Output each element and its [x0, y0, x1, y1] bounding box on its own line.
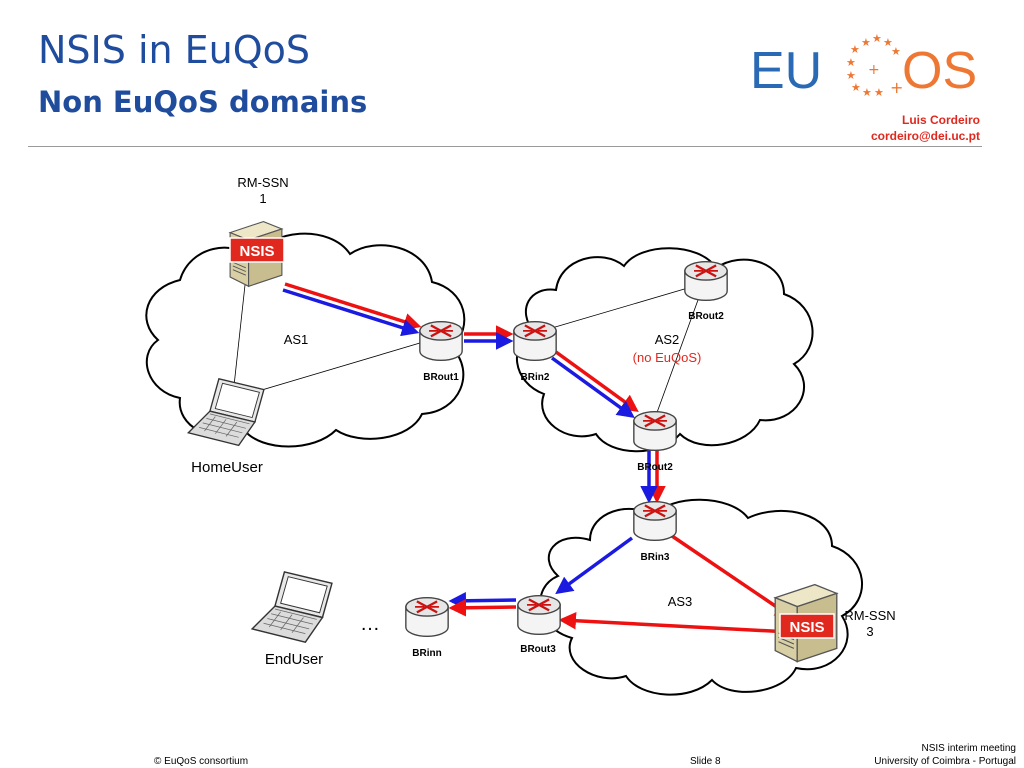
router-label-brin2: BRin2 [521, 372, 550, 383]
router-icon-brin3 [632, 500, 678, 542]
footer-meeting-info: NSIS interim meeting University of Coimb… [874, 742, 1016, 768]
footer-meeting: NSIS interim meeting [921, 743, 1016, 754]
rmssn1-label-line2: 1 [259, 191, 266, 206]
euqos-logo: EU ★ ★ ★ ★ ★ ★ ★ ★ ★ ★ + + OS [750, 32, 977, 100]
cloud-label-as1: AS1 [284, 332, 309, 347]
author-block: Luis Cordeiro cordeiro@dei.uc.pt [871, 112, 980, 144]
svg-text:+: + [890, 78, 903, 97]
footer-university: University of Coimbra - Portugal [874, 756, 1016, 767]
svg-text:★: ★ [846, 56, 856, 69]
author-name: Luis Cordeiro [901, 113, 980, 127]
end-user-label: EndUser [265, 651, 323, 668]
nsis-badge-3 [779, 613, 835, 639]
arrow-red-1 [284, 282, 422, 331]
end-user-laptop-icon [251, 571, 333, 643]
router-icon-brout3 [516, 594, 562, 636]
router-icon-brinn [404, 596, 450, 638]
arrow-red-6 [558, 611, 791, 634]
router-label-brinn: BRinn [412, 648, 441, 659]
link-brin2-brout2-top [544, 284, 699, 331]
link-brout2top-brout2 [654, 299, 699, 419]
router-icon-brout2 [632, 410, 678, 452]
nsis-label-1: NSIS [239, 243, 274, 260]
svg-text:★: ★ [846, 69, 856, 82]
svg-text:★: ★ [874, 86, 884, 99]
router-icon-brin2 [512, 320, 558, 362]
logo-star-ring-icon: ★ ★ ★ ★ ★ ★ ★ ★ ★ ★ + + [846, 32, 903, 99]
server-rmssn1: NSIS [229, 220, 285, 287]
nsis-badge-1 [229, 237, 285, 263]
svg-text:★: ★ [862, 86, 872, 99]
arrow-blue-6 [448, 592, 517, 610]
network-diagram: NSIS NSIS RM-SSN 1 RM-SSN 3 AS1 AS2 (no … [145, 175, 896, 696]
cloud-label-as2-note: (no EuQoS) [633, 350, 702, 365]
link-rmssn1-homeuser [232, 284, 246, 396]
router-label-brout2: BRout2 [637, 462, 673, 473]
rmssn1-label-line1: RM-SSN [237, 175, 288, 190]
svg-text:★: ★ [850, 43, 860, 56]
nsis-label-3: NSIS [789, 619, 824, 636]
router-label-brout3: BRout3 [520, 644, 556, 655]
logo-text-left: EU [750, 42, 822, 100]
cloud-label-as3: AS3 [668, 594, 693, 609]
slide-title: NSIS in EuQoS [38, 28, 311, 72]
svg-text:★: ★ [872, 32, 882, 45]
slide-subtitle: Non EuQoS domains [38, 85, 368, 119]
server-rmssn3: NSIS [774, 583, 838, 663]
cloud-as2 [515, 247, 814, 453]
ellipsis-label: … [360, 613, 380, 635]
arrow-blue-3 [550, 356, 635, 419]
rmssn3-label-line1: RM-SSN [844, 608, 895, 623]
logo-text-right: OS [902, 42, 977, 100]
link-homeuser-brout1 [244, 339, 431, 396]
cloud-label-as2: AS2 [655, 332, 680, 347]
home-user-label: HomeUser [191, 459, 263, 476]
svg-text:★: ★ [851, 81, 861, 94]
rmssn3-label-line2: 3 [866, 624, 873, 639]
svg-text:★: ★ [891, 45, 901, 58]
svg-text:★: ★ [883, 36, 893, 49]
arrow-red-7 [448, 599, 517, 617]
arrow-red-5 [671, 534, 793, 618]
router-label-brout1: BRout1 [423, 372, 459, 383]
footer-copyright: © EuQoS consortium [154, 756, 249, 767]
header-divider [28, 146, 982, 147]
footer-slide-number: Slide 8 [690, 756, 721, 767]
author-email: cordeiro@dei.uc.pt [870, 129, 980, 143]
arrow-blue-1 [282, 288, 420, 337]
router-label-brin3: BRin3 [641, 552, 670, 563]
router-icon-brout2-top [683, 260, 729, 302]
router-label-brout2-top: BRout2 [688, 311, 724, 322]
arrow-blue-5 [555, 536, 634, 595]
router-icon-brout1 [418, 320, 464, 362]
arrow-red-3 [554, 350, 639, 413]
signal-arrows [282, 282, 793, 634]
svg-text:+: + [868, 62, 880, 78]
svg-text:★: ★ [861, 36, 871, 49]
